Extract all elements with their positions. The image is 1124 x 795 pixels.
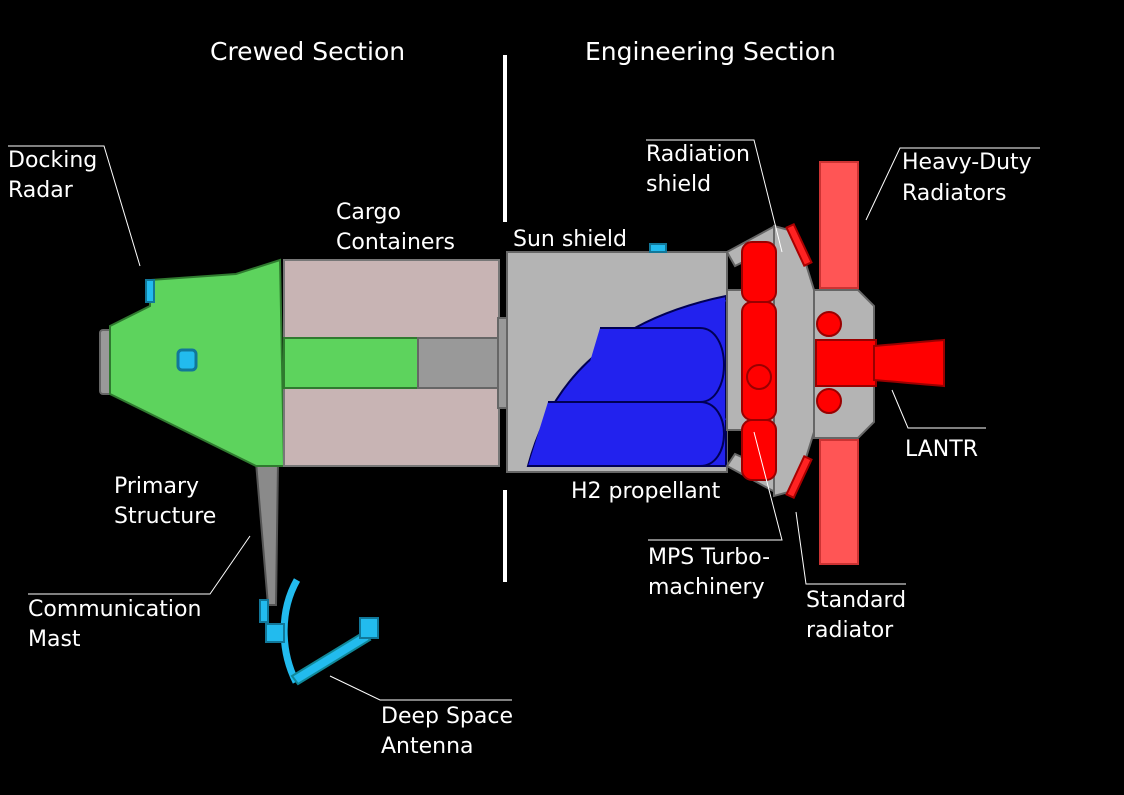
label-sun-shield: Sun shield bbox=[513, 227, 627, 252]
truss-connector bbox=[417, 337, 507, 389]
label-standard-radiator-1: Standard bbox=[806, 588, 906, 613]
docking-radar bbox=[145, 279, 155, 303]
leader-docking-radar bbox=[8, 145, 141, 267]
label-cargo-containers-1: Cargo bbox=[336, 200, 401, 225]
sun-shield bbox=[649, 243, 667, 253]
h2-propellant bbox=[526, 294, 743, 467]
label-primary-structure-1: Primary bbox=[114, 474, 199, 499]
standard-radiator-upper bbox=[785, 222, 813, 268]
leader-mps-turbomachinery bbox=[648, 431, 783, 541]
cargo-inner-core bbox=[283, 337, 419, 389]
leader-heavy-duty-radiators bbox=[865, 147, 1040, 221]
label-docking-radar-2: Radar bbox=[8, 178, 74, 203]
label-standard-radiator-2: radiator bbox=[806, 618, 894, 643]
crew-window bbox=[176, 348, 198, 372]
lantr-engine bbox=[815, 338, 945, 388]
label-radiation-shield-1: Radiation bbox=[646, 142, 750, 167]
lantr-turbopump-upper bbox=[816, 311, 842, 337]
label-mps-turbomachinery-1: MPS Turbo- bbox=[648, 545, 770, 570]
label-communication-mast-1: Communication bbox=[28, 597, 201, 622]
lantr-turbopump-lower bbox=[816, 388, 842, 414]
label-cargo-containers-2: Containers bbox=[336, 230, 455, 255]
standard-radiator-lower bbox=[785, 454, 813, 500]
section-title-crewed: Crewed Section bbox=[210, 37, 405, 66]
label-deep-space-antenna-1: Deep Space bbox=[381, 704, 513, 729]
label-deep-space-antenna-2: Antenna bbox=[381, 734, 474, 759]
label-communication-mast-2: Mast bbox=[28, 627, 81, 652]
leader-deep-space-antenna bbox=[329, 675, 512, 701]
label-radiation-shield-2: shield bbox=[646, 172, 711, 197]
label-heavy-duty-radiators-2: Radiators bbox=[902, 181, 1006, 206]
cargo-container-bottom bbox=[283, 387, 500, 467]
leader-lantr bbox=[891, 389, 986, 429]
label-docking-radar-1: Docking bbox=[8, 148, 97, 173]
label-h2-propellant: H2 propellant bbox=[571, 479, 721, 504]
label-lantr: LANTR bbox=[905, 437, 978, 462]
cargo-container-top bbox=[283, 259, 500, 339]
heavy-duty-radiator-lower bbox=[819, 439, 859, 565]
leader-radiation-shield bbox=[646, 139, 783, 253]
label-heavy-duty-radiators-1: Heavy-Duty bbox=[902, 150, 1032, 175]
mps-turbomachinery bbox=[741, 241, 777, 481]
leader-standard-radiator bbox=[795, 511, 906, 585]
leader-communication-mast bbox=[28, 535, 251, 595]
label-mps-turbomachinery-2: machinery bbox=[648, 575, 765, 600]
label-primary-structure-2: Structure bbox=[114, 504, 216, 529]
section-title-engineering: Engineering Section bbox=[585, 37, 836, 66]
heavy-duty-radiator-upper bbox=[819, 161, 859, 289]
deep-space-antenna bbox=[259, 578, 379, 686]
